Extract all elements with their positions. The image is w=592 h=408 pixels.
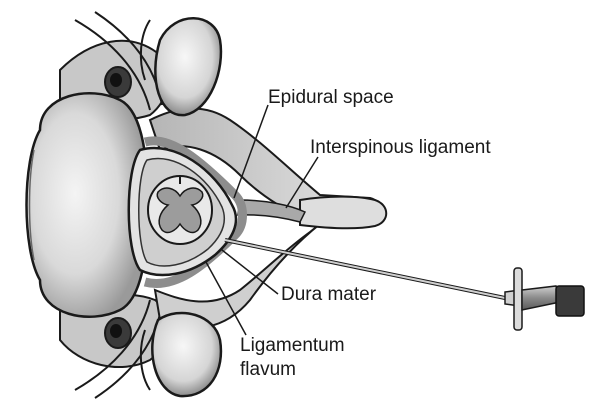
epidural-needle [225, 240, 584, 330]
label-interspinous-ligament: Interspinous ligament [310, 137, 491, 159]
spinous-process [300, 197, 386, 229]
label-ligamentum-flavum-line2: flavum [240, 359, 296, 381]
label-epidural-space: Epidural space [268, 87, 394, 109]
label-ligamentum-flavum-line1: Ligamentum [240, 335, 345, 357]
label-dura-mater: Dura mater [281, 284, 376, 306]
spinal-cord [148, 175, 212, 244]
